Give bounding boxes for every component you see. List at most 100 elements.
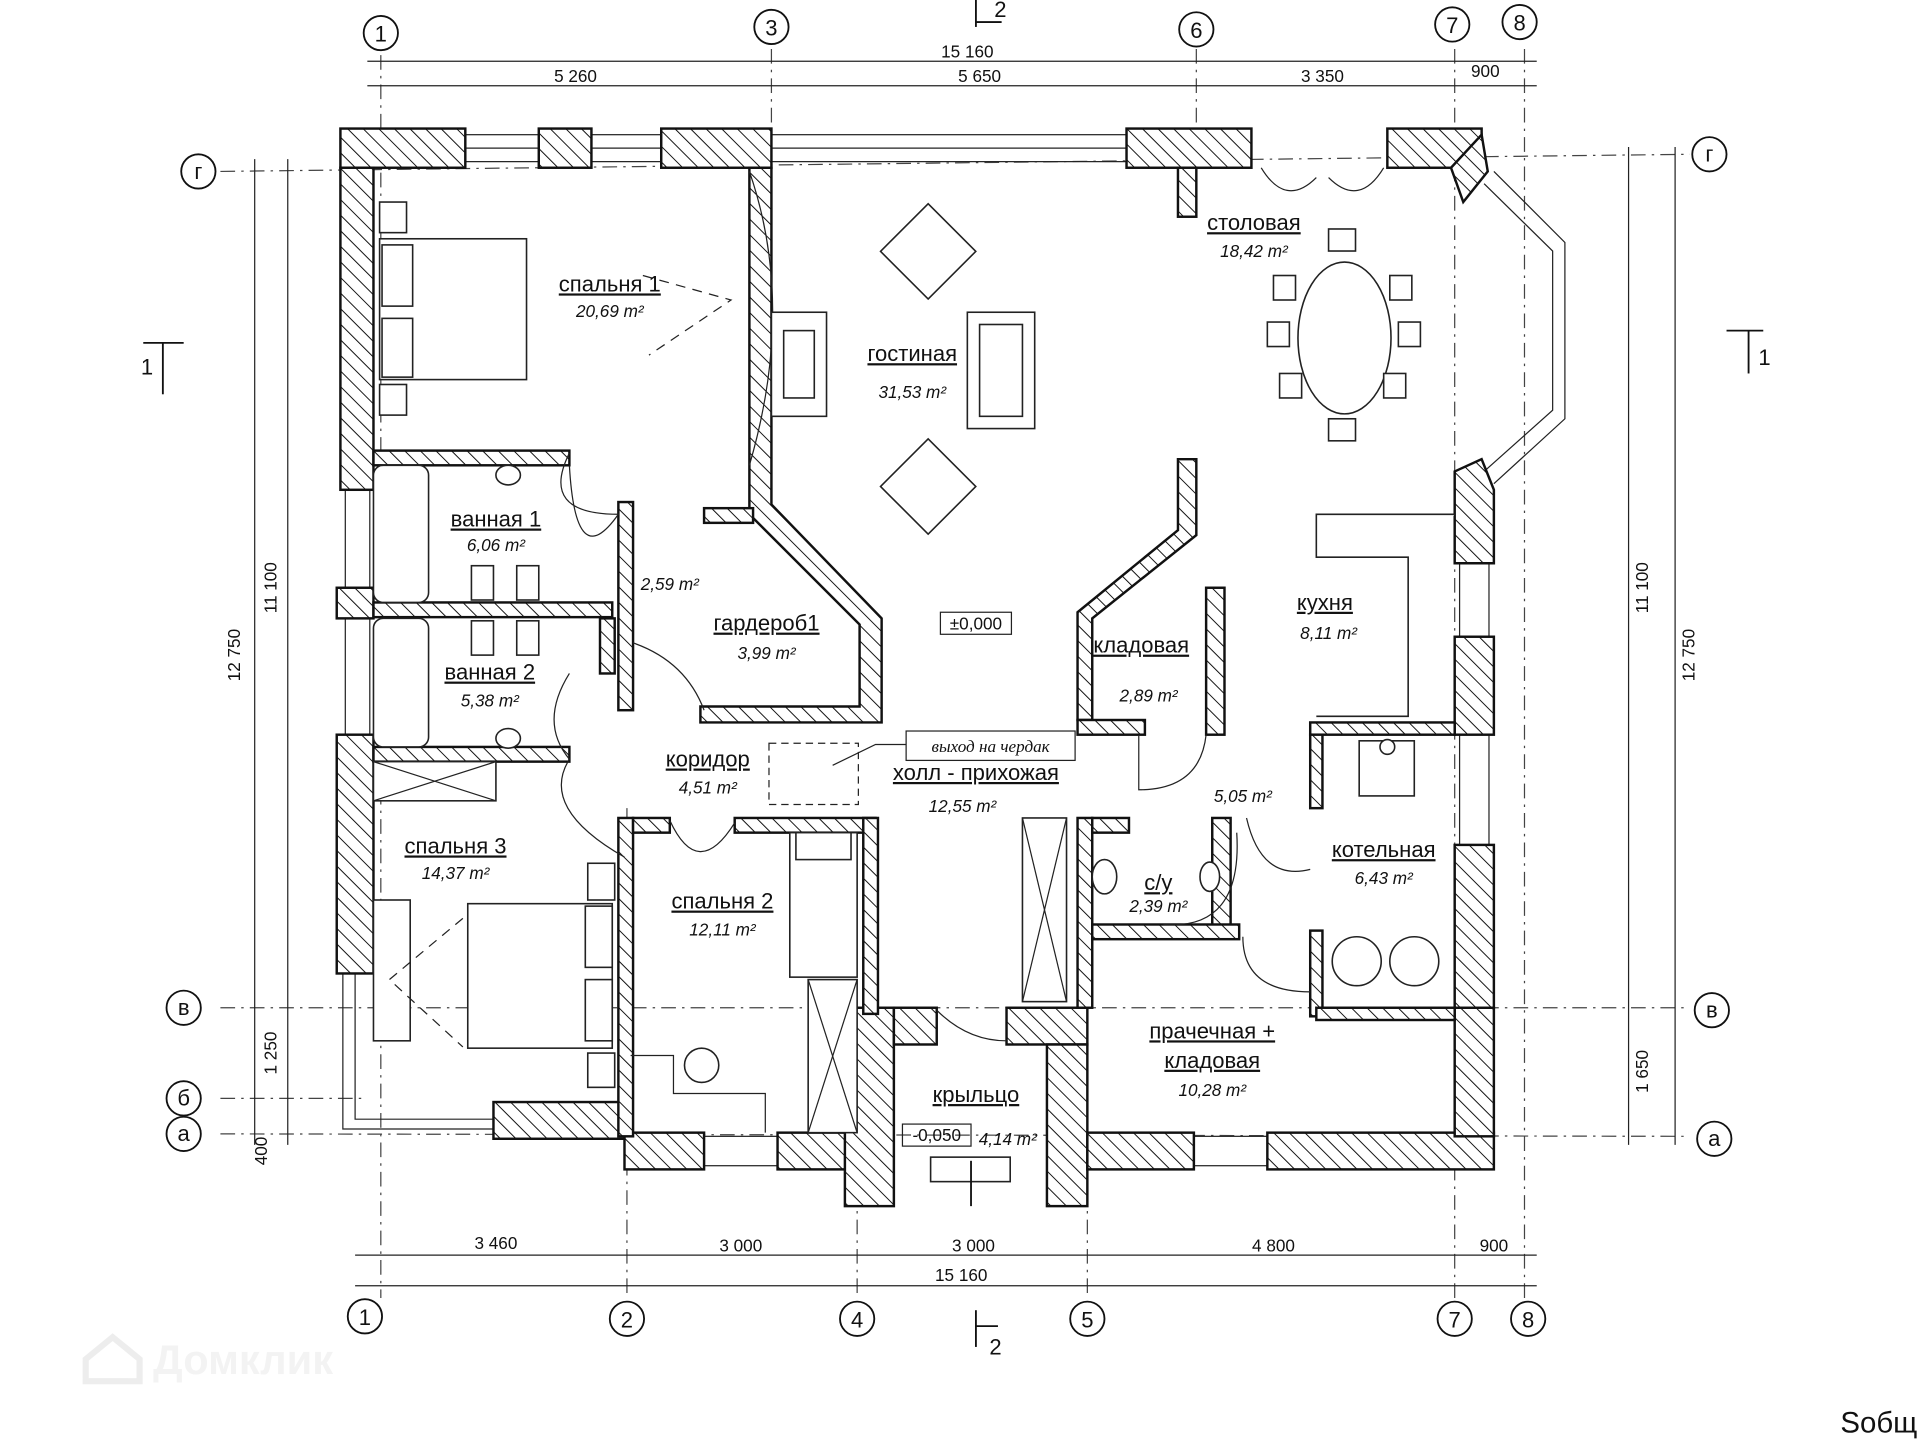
walls	[335, 127, 1496, 1208]
armchair-bottom	[879, 437, 977, 536]
view-lines	[388, 274, 733, 1048]
svg-text:12 750: 12 750	[224, 629, 244, 681]
svg-text:холл - прихожая: холл - прихожая	[893, 760, 1059, 785]
boiler	[1331, 738, 1440, 987]
svg-text:4: 4	[851, 1307, 863, 1332]
svg-text:20,69 m²: 20,69 m²	[575, 301, 645, 321]
armchair-top	[879, 202, 977, 301]
svg-text:коридор: коридор	[666, 747, 750, 772]
svg-text:5 260: 5 260	[554, 66, 597, 86]
svg-text:10,28 m²: 10,28 m²	[1178, 1080, 1247, 1100]
svg-text:б: б	[177, 1086, 190, 1111]
svg-text:г: г	[1705, 142, 1713, 167]
svg-text:5,38 m²: 5,38 m²	[461, 691, 520, 711]
sofa	[966, 311, 1036, 430]
svg-text:-0,050: -0,050	[912, 1125, 961, 1145]
room-kitchen: кухня 8,11 m²	[1297, 590, 1358, 643]
wardrobes	[372, 760, 1068, 1134]
svg-text:котельная: котельная	[1332, 837, 1436, 862]
axis-column-5-bottom: 5	[1069, 1300, 1106, 1337]
svg-text:1: 1	[1758, 345, 1770, 370]
axis-row-g-left: г	[180, 153, 217, 190]
svg-text:кладовая: кладовая	[1164, 1048, 1260, 1073]
svg-text:3 000: 3 000	[952, 1235, 995, 1255]
svg-text:спальня 3: спальня 3	[405, 833, 507, 858]
axis-column-4-bottom: 4	[839, 1300, 876, 1337]
svg-text:выход на чердак: выход на чердак	[932, 737, 1051, 756]
room-porch: крыльцо 4,14 m²	[933, 1082, 1039, 1149]
svg-text:6: 6	[1190, 18, 1202, 43]
dining-table	[1266, 228, 1422, 442]
axis-column-6-top: 6	[1178, 11, 1215, 48]
svg-text:в: в	[178, 995, 190, 1020]
svg-text:2: 2	[989, 1334, 1001, 1359]
area-corridor-nook: 2,59 m²	[640, 574, 700, 594]
svg-text:2,89 m²: 2,89 m²	[1119, 686, 1179, 706]
bed-bedroom-3	[372, 862, 616, 1089]
room-wc: с/у2,39 m²	[1128, 870, 1188, 916]
svg-text:гардероб1: гардероб1	[714, 611, 820, 636]
svg-text:8: 8	[1522, 1307, 1534, 1332]
level-mark-porch: -0,050	[901, 1123, 972, 1147]
kitchen-counter	[1315, 513, 1455, 718]
svg-text:г: г	[194, 159, 202, 184]
room-bedroom-1: спальня 1 20,69 m²	[559, 271, 661, 321]
svg-text:3 350: 3 350	[1301, 66, 1344, 86]
axis-column-3-top: 3	[753, 8, 790, 45]
svg-text:1 250: 1 250	[261, 1032, 281, 1075]
svg-text:900: 900	[1471, 61, 1500, 81]
svg-text:3,99 m²: 3,99 m²	[737, 643, 796, 663]
svg-text:прачечная +: прачечная +	[1149, 1018, 1275, 1043]
room-corridor: коридор 4,51 m²	[666, 747, 750, 798]
svg-text:15 160: 15 160	[941, 42, 993, 62]
room-bath-1: ванная 16,06 m²	[451, 507, 542, 555]
svg-text:крыльцо: крыльцо	[933, 1082, 1020, 1107]
svg-text:1: 1	[141, 355, 153, 380]
attic-note: выход на чердак	[832, 730, 1076, 766]
svg-text:18,42 m²: 18,42 m²	[1220, 241, 1289, 261]
svg-text:12 750: 12 750	[1679, 629, 1699, 681]
desk-chair	[630, 1047, 766, 1133]
axis-row-b-left: б	[165, 1080, 202, 1117]
room-wardrobe: гардероб1 3,99 m²	[714, 611, 820, 663]
svg-text:14,37 m²: 14,37 m²	[422, 863, 491, 883]
axis-row-a-left: а	[165, 1115, 202, 1152]
svg-text:8: 8	[1513, 11, 1525, 36]
svg-text:3 000: 3 000	[719, 1235, 762, 1255]
svg-text:1 650: 1 650	[1632, 1050, 1652, 1093]
svg-text:15 160: 15 160	[935, 1265, 987, 1285]
svg-text:31,53 m²: 31,53 m²	[878, 382, 947, 402]
svg-text:11 100: 11 100	[261, 562, 281, 613]
svg-text:1: 1	[375, 22, 387, 47]
room-laundry: прачечная + кладовая 10,28 m²	[1149, 1018, 1275, 1100]
svg-text:4,51 m²: 4,51 m²	[679, 777, 738, 797]
svg-text:Домклик: Домклик	[153, 1336, 333, 1383]
svg-text:8,11 m²: 8,11 m²	[1300, 623, 1358, 643]
svg-text:столовая: столовая	[1207, 210, 1301, 235]
axis-column-1-bottom: 1	[346, 1298, 383, 1335]
svg-text:спальня 1: спальня 1	[559, 271, 661, 296]
wc-toilet	[1091, 858, 1221, 895]
room-labels: спальня 1 20,69 m² гостиная 31,53 m² столо…	[405, 210, 1436, 1149]
svg-text:4,14 m²: 4,14 m²	[979, 1129, 1038, 1149]
axis-column-8-top: 8	[1501, 3, 1538, 41]
svg-text:3 460: 3 460	[474, 1233, 517, 1253]
axis-markers: 1 3 6 7 8 1 2 4 5 7 8 г г в в б а а	[165, 3, 1733, 1337]
room-bedroom-3: спальня 3 14,37 m²	[405, 833, 507, 883]
bed-bedroom-1	[378, 201, 528, 416]
svg-text:±0,000: ±0,000	[950, 613, 1002, 633]
svg-text:гостиная: гостиная	[867, 341, 957, 366]
axis-column-7-bottom: 7	[1436, 1300, 1473, 1337]
total-area-label: Sобщ.	[1840, 1407, 1920, 1440]
axis-column-1-top: 1	[362, 15, 399, 52]
svg-text:5: 5	[1081, 1307, 1093, 1332]
bathtub-1	[372, 464, 430, 604]
svg-text:2,39 m²: 2,39 m²	[1128, 896, 1188, 916]
svg-text:а: а	[178, 1121, 191, 1146]
svg-text:в: в	[1706, 998, 1718, 1023]
bathtub-2	[372, 617, 430, 748]
svg-text:кухня: кухня	[1297, 590, 1353, 615]
svg-text:900: 900	[1480, 1235, 1509, 1255]
